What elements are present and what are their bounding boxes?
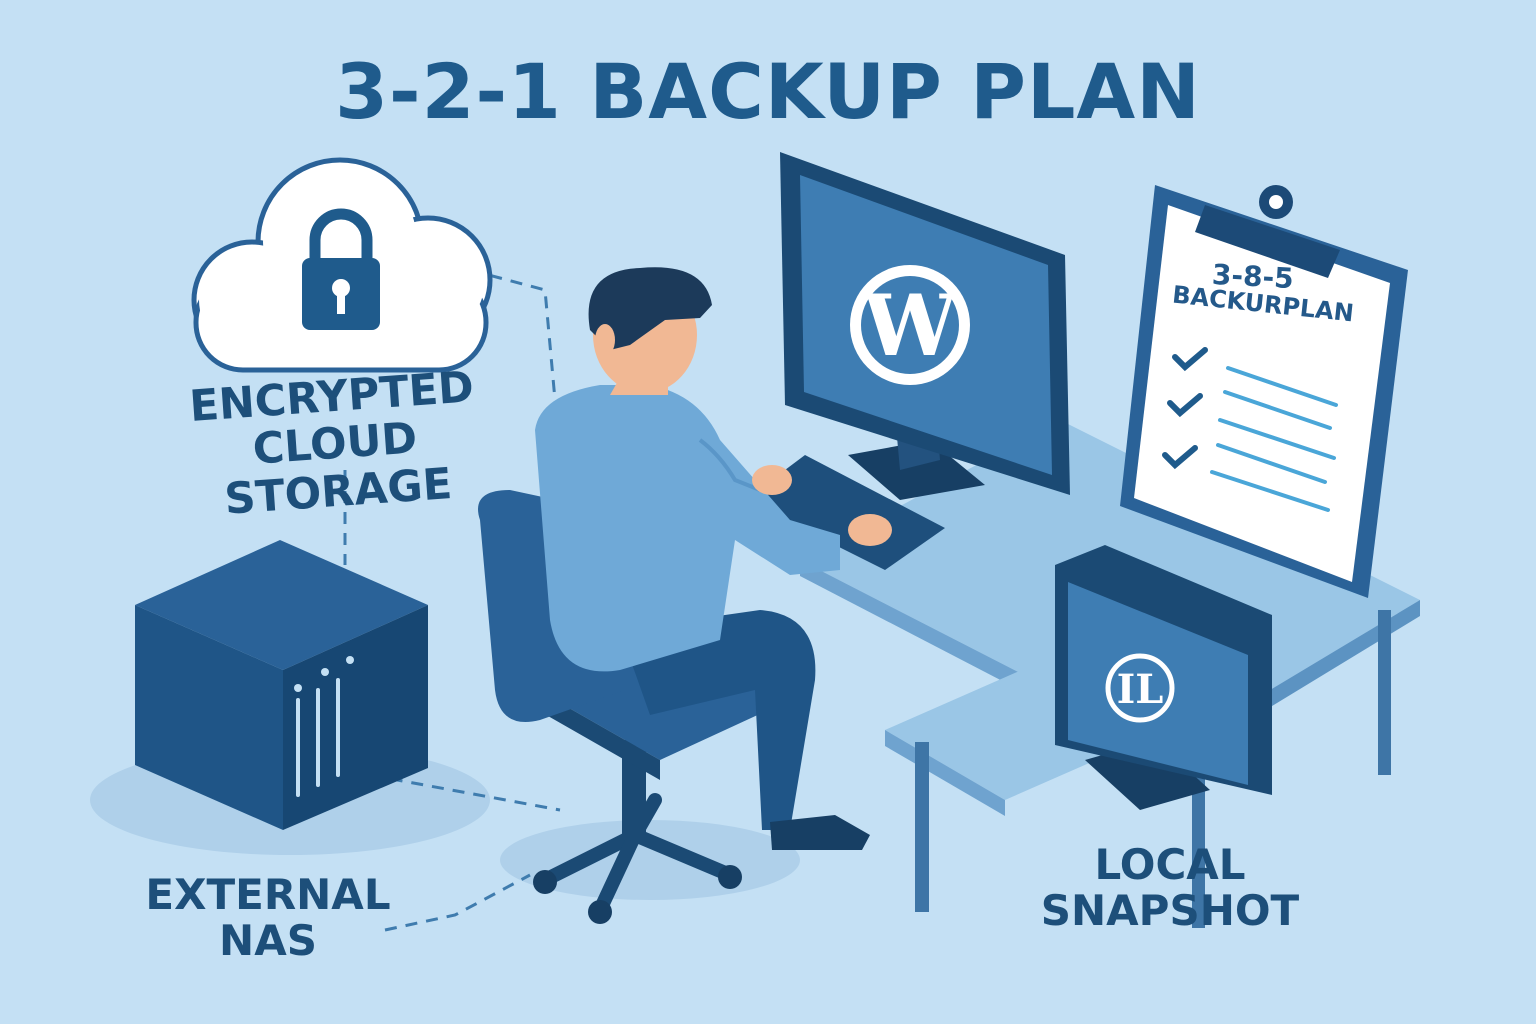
check-icon-1	[1172, 347, 1208, 372]
wordpress-logo-letter: W	[862, 276, 959, 375]
hair	[588, 267, 712, 350]
clipboard	[1120, 185, 1408, 598]
snapshot-logo: IL	[1117, 666, 1164, 713]
person	[535, 267, 892, 850]
snapshot-logo-ring	[1105, 653, 1175, 723]
lock-icon	[302, 208, 380, 330]
cloud-storage	[191, 157, 493, 373]
local-snapshot-label: LOCAL SNAPSHOT	[1040, 840, 1300, 936]
wordpress-icon: W	[850, 265, 970, 385]
snapshot-label-line2: SNAPSHOT	[1040, 886, 1300, 936]
nas-label-line1: EXTERNAL	[145, 870, 391, 919]
connection-lines	[343, 268, 561, 932]
check-icon-2	[1167, 393, 1203, 418]
snapshot-label-line1: LOCAL	[1094, 840, 1246, 889]
check-icon-3	[1162, 445, 1198, 470]
external-nas-label: EXTERNAL NAS	[128, 870, 408, 966]
nas-slots	[296, 678, 340, 797]
snapshot-monitor: IL	[1055, 545, 1272, 810]
checklist-lines	[1210, 366, 1338, 512]
monitor: W	[780, 152, 1070, 500]
cloud-storage-label: ENCRYPTED CLOUD STORAGE	[146, 361, 525, 528]
nas-label-line2: NAS	[219, 916, 317, 966]
page-title: 3-2-1 BACKUP PLAN	[335, 47, 1201, 136]
checklist	[1162, 347, 1208, 470]
nas-device	[135, 540, 428, 830]
keyboard	[745, 455, 945, 570]
